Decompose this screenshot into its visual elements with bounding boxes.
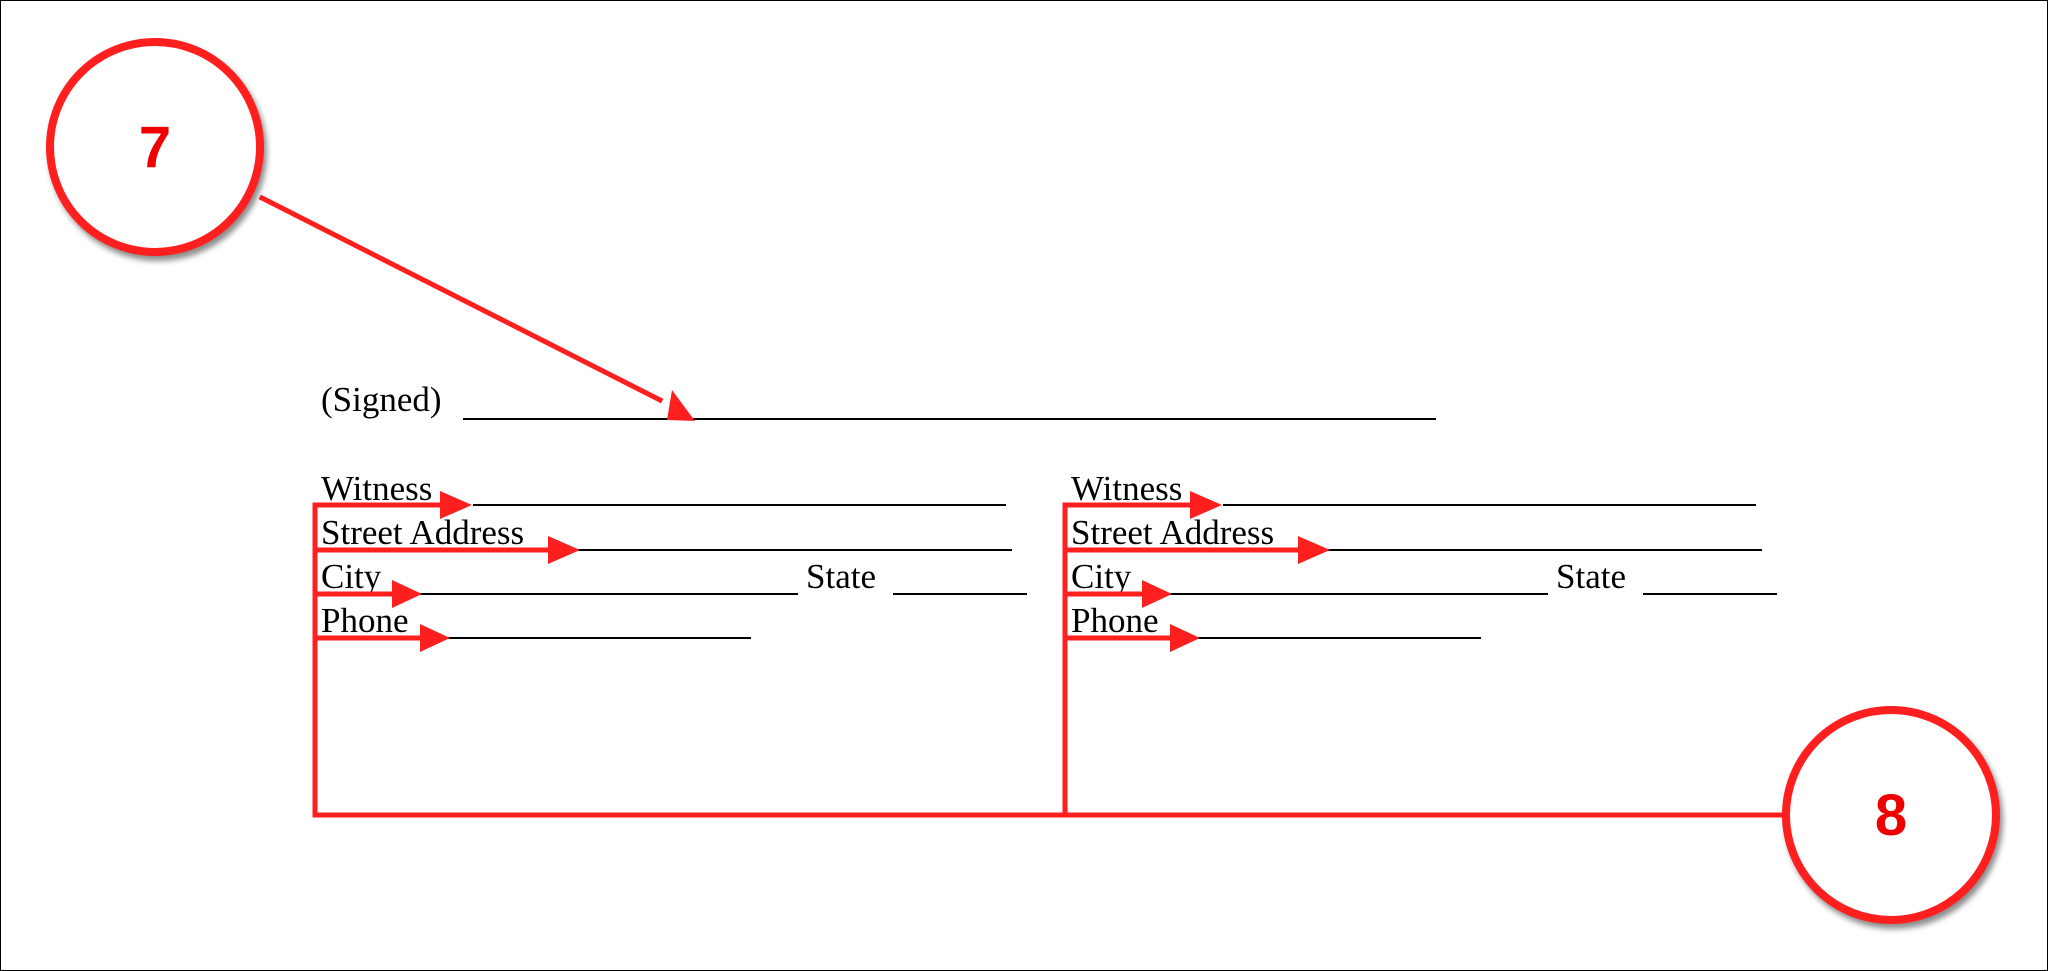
- witness-label: Witness: [321, 469, 433, 508]
- city-line[interactable]: [390, 593, 798, 595]
- state-line[interactable]: [1643, 593, 1777, 595]
- signature-line[interactable]: [463, 418, 1436, 420]
- phone-line[interactable]: [420, 637, 751, 639]
- street-address-label: Street Address: [1071, 513, 1275, 552]
- street-address-line[interactable]: [545, 549, 1012, 551]
- city-label: City: [321, 557, 382, 596]
- state-label: State: [806, 557, 876, 596]
- witness-line[interactable]: [473, 504, 1006, 506]
- witness-line[interactable]: [1223, 504, 1756, 506]
- callout-8-number: 8: [1874, 782, 1908, 848]
- state-line[interactable]: [893, 593, 1027, 595]
- phone-line[interactable]: [1170, 637, 1481, 639]
- street-address-line[interactable]: [1295, 549, 1762, 551]
- phone-label: Phone: [321, 601, 409, 640]
- phone-label: Phone: [1071, 601, 1159, 640]
- callout-8-circle-icon: 8: [1782, 706, 2000, 924]
- callout-7-number: 7: [138, 114, 172, 180]
- city-line[interactable]: [1140, 593, 1548, 595]
- city-label: City: [1071, 557, 1132, 596]
- witness-label: Witness: [1071, 469, 1183, 508]
- signed-label: (Signed): [321, 380, 442, 419]
- state-label: State: [1556, 557, 1626, 596]
- street-address-label: Street Address: [321, 513, 525, 552]
- callout-7-circle-icon: 7: [46, 38, 264, 256]
